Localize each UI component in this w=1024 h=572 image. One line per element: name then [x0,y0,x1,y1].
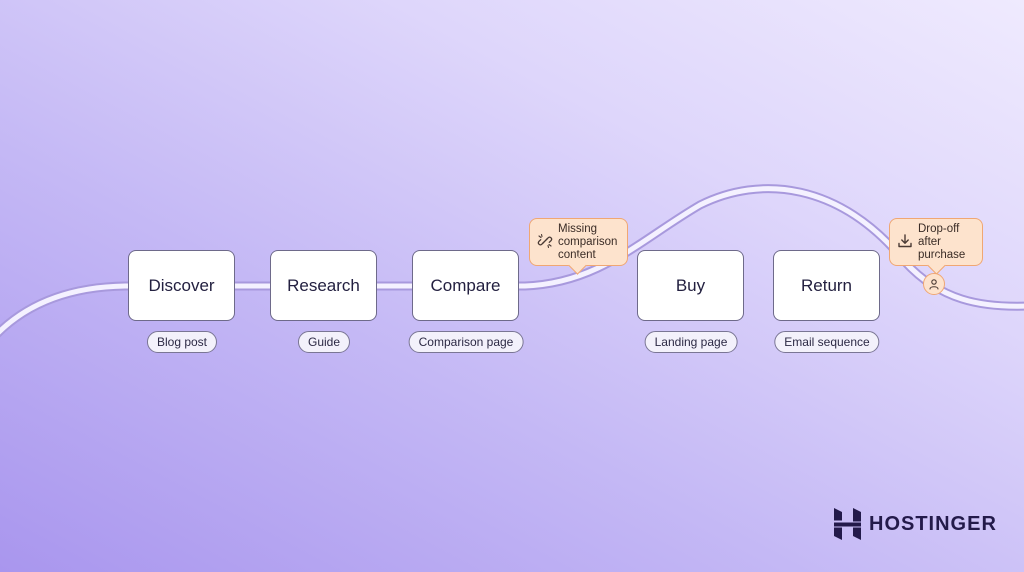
hostinger-logo-icon [834,508,861,540]
dropoff-callout: Drop-off after purchase [889,218,983,275]
stage-buy: Buy [637,250,744,321]
download-icon [898,234,912,248]
stage-label: Buy [675,275,706,295]
content-type-pill-blog-post: Blog post [146,331,218,353]
content-type-pill-email-sequence: Email sequence [774,331,880,353]
pill-label: Guide [307,335,341,349]
callout-line: content [558,249,617,262]
pill-label: Blog post [156,335,208,349]
callout-text: Missing comparison content [558,223,617,262]
stage-label: Research [287,275,360,295]
broken-link-icon [537,233,553,249]
brand-wordmark: HOSTINGER [869,512,997,535]
pill-label: Email sequence [784,335,870,349]
stage-research: Research [270,250,377,321]
hostinger-logo: HOSTINGER [834,508,997,540]
callout-line: comparison [558,236,618,248]
callout-line: Drop-off [918,223,960,235]
stage-return: Return [773,250,880,321]
callout-line: Missing [558,223,597,235]
content-type-pill-landing-page: Landing page [644,331,738,353]
content-type-pill-guide: Guide [297,331,351,353]
stage-label: Compare [430,275,501,295]
content-type-pill-comparison-page: Comparison page [408,331,524,353]
pill-label: Landing page [654,335,728,349]
stage-compare: Compare [412,250,519,321]
user-marker [923,273,945,295]
callout-line: purchase [918,249,966,261]
stage-label: Return [800,275,853,295]
callout-text: Drop-off after purchase [918,223,965,262]
user-icon [929,279,939,290]
missing-content-callout: Missing comparison content [529,218,628,275]
stage-discover: Discover [128,250,235,321]
pill-label: Comparison page [418,335,514,349]
callout-line: after [918,236,942,248]
stage-label: Discover [148,275,215,295]
